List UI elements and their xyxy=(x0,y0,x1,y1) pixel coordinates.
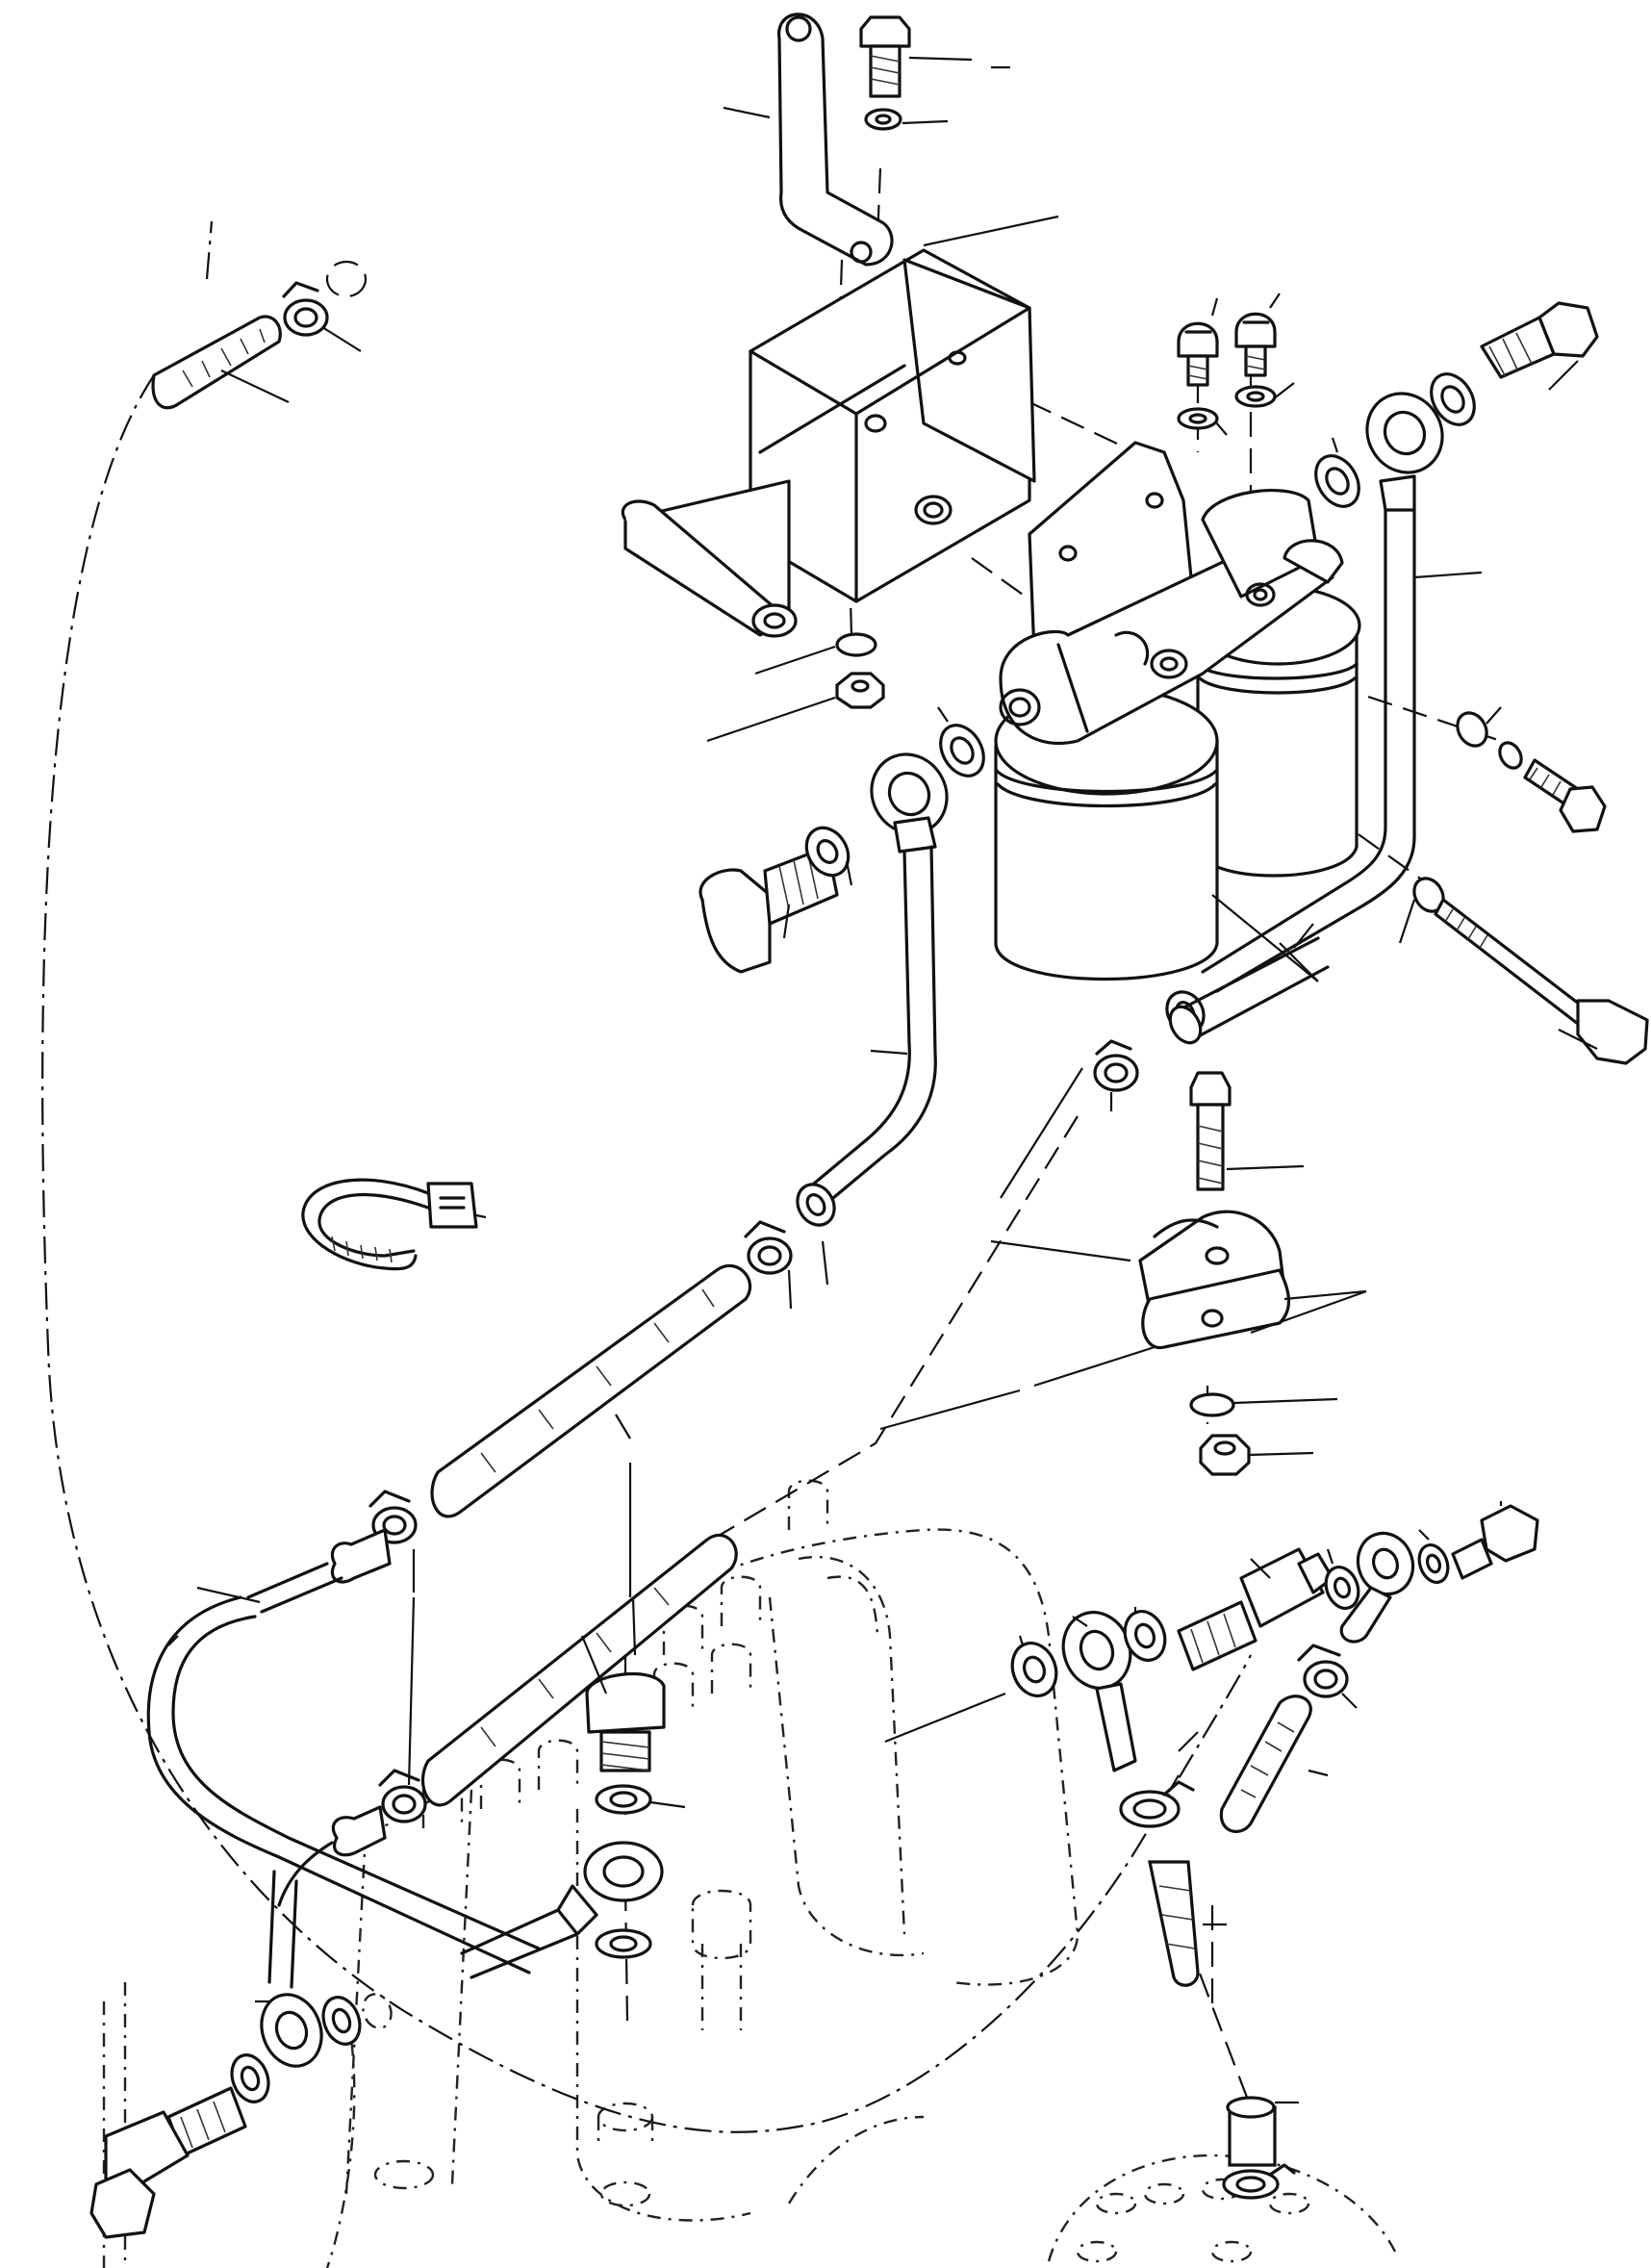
banjo-fuel-pipe xyxy=(1165,392,1483,1034)
sealing-washer xyxy=(595,1928,652,1959)
pipe-clip xyxy=(990,1210,1367,1388)
banjo-fuel-pipe xyxy=(1061,1611,1137,1772)
twin-fuel-filter-assembly xyxy=(994,441,1361,982)
banjo-bolt xyxy=(580,1635,666,1772)
sealing-washer xyxy=(1417,1529,1450,1584)
strap-bolt xyxy=(1523,758,1607,833)
lock-washer xyxy=(1498,741,1523,770)
banjo-fuel-pipe xyxy=(796,752,949,1227)
rubber-fuel-hose xyxy=(1148,1860,1227,1987)
sealing-washer xyxy=(804,826,853,886)
hose-clamp xyxy=(1093,1039,1139,1111)
banjo-bolt xyxy=(89,2086,247,2239)
filter-mount-bracket xyxy=(621,215,1059,638)
clip-leader xyxy=(879,1389,1021,1431)
sealing-washer xyxy=(1010,1635,1058,1697)
filter-head-washer xyxy=(1177,382,1295,436)
sealing-washer xyxy=(937,706,985,777)
leader-line xyxy=(1178,1731,1199,1752)
hose-clamp xyxy=(282,260,368,352)
banjo-bolt xyxy=(1480,301,1599,391)
injection-pump-outline xyxy=(597,1889,752,2146)
upper-mounting-strap xyxy=(723,13,894,267)
rubber-fuel-hose xyxy=(1226,2096,1299,2167)
sealing-washer xyxy=(230,2053,270,2103)
strap-bolt xyxy=(1189,1071,1305,1191)
return-pipe xyxy=(146,1528,541,1975)
cable-tie xyxy=(301,1178,487,1271)
return-pipe xyxy=(1168,936,1330,1045)
long-bolt xyxy=(1398,877,1649,1065)
hose-clamp xyxy=(744,1220,793,1310)
hose-clamp xyxy=(1119,1774,1195,1828)
hex-nut xyxy=(706,672,885,743)
filter-head-screw xyxy=(1177,293,1281,387)
leader-line xyxy=(884,1692,1006,1744)
leader-line xyxy=(821,1240,829,1286)
supply-route-line xyxy=(41,374,1252,2133)
strap-washer xyxy=(864,108,949,131)
injection-pump-outline xyxy=(102,1479,1397,2268)
sealing-washer xyxy=(1123,1607,1167,1662)
sealing-washer xyxy=(321,1993,393,2046)
supply-route-line-upper xyxy=(205,220,214,280)
sealing-washer xyxy=(595,1784,686,1815)
sealing-washer xyxy=(1314,437,1360,508)
leader-line xyxy=(1000,1067,1083,1199)
banjo-fuel-pipe xyxy=(1339,1531,1415,1644)
return-pipe xyxy=(277,1805,387,1907)
hex-nut xyxy=(1199,1434,1314,1476)
sealing-washer xyxy=(1430,372,1476,426)
hose-clamp xyxy=(378,1596,427,1823)
hose-clamp xyxy=(1222,2163,1296,2200)
rubber-fuel-hose xyxy=(151,315,290,410)
rubber-fuel-hose xyxy=(421,1463,738,1807)
lock-washer xyxy=(1189,1392,1338,1417)
banjo-fuel-pipe xyxy=(255,1870,323,2068)
banjo-bolt xyxy=(1451,1501,1539,1580)
pump-plugs-lower xyxy=(373,2159,1310,2263)
rubber-fuel-hose xyxy=(1219,1695,1329,1833)
banjo-bolt xyxy=(1177,1547,1334,1671)
strap-bolt xyxy=(859,15,1010,98)
hose-clamp xyxy=(1297,1644,1358,1709)
rubber-fuel-hose xyxy=(430,1263,752,1518)
sealing-washer xyxy=(1456,706,1502,748)
sealing-washer xyxy=(1324,1548,1360,1610)
banjo-fuel-pipe xyxy=(460,1841,664,1979)
lock-washer xyxy=(754,632,877,675)
